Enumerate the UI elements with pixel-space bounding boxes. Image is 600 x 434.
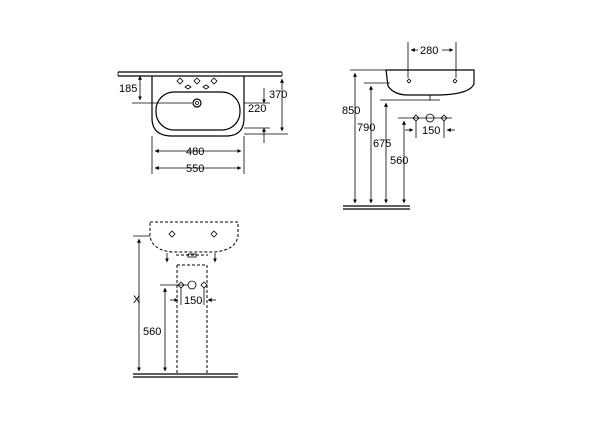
supply-connections-icon — [412, 113, 448, 138]
dimension-150-side: 150 — [405, 125, 455, 137]
basin-front-outline — [149, 221, 239, 253]
floor-line — [343, 205, 410, 210]
dim-560-front-label: 560 — [143, 326, 161, 338]
dimension-370: 370 — [244, 78, 288, 135]
dimension-185: 185 — [119, 71, 192, 104]
dim-x-label: X — [133, 294, 141, 306]
dim-790-label: 790 — [357, 122, 375, 134]
dimension-x: X — [133, 235, 150, 372]
dimension-280: 280 — [407, 42, 457, 78]
basin-outline — [151, 76, 245, 137]
dimension-220: 220 — [244, 88, 270, 143]
dimension-560-front: 560 — [143, 284, 188, 372]
dim-850-label: 850 — [342, 105, 360, 117]
dim-550-label: 550 — [186, 163, 204, 175]
tap-hole-icon — [176, 77, 218, 85]
dimension-560-side: 560 — [390, 117, 452, 204]
front-view: 150 X 560 — [133, 221, 239, 378]
pedestal — [176, 264, 208, 373]
dim-370-label: 370 — [269, 89, 287, 101]
basin-side-profile — [385, 69, 475, 96]
side-view: 280 850 790 675 — [342, 42, 475, 210]
dimension-550: 550 — [154, 163, 242, 175]
dimension-790: 790 — [357, 82, 390, 204]
dim-480-label: 480 — [186, 146, 204, 158]
dimension-675: 675 — [373, 99, 430, 204]
dim-280-label: 280 — [420, 45, 438, 57]
dim-185-label: 185 — [119, 83, 137, 95]
floor-line-front — [133, 373, 238, 378]
dim-150-side-label: 150 — [422, 125, 440, 137]
drain-icon — [192, 98, 202, 108]
dim-150-front-label: 150 — [184, 295, 202, 307]
dim-220-label: 220 — [248, 103, 266, 115]
dim-560-side-label: 560 — [390, 155, 408, 167]
top-view: 185 220 370 480 550 — [117, 71, 288, 175]
dimension-480: 480 — [151, 136, 245, 174]
dimension-850: 850 — [342, 69, 386, 204]
wall-rim — [117, 71, 283, 77]
dimension-150-front: 150 — [170, 295, 216, 307]
dim-675-label: 675 — [373, 138, 391, 150]
basin-bowl — [155, 91, 241, 131]
